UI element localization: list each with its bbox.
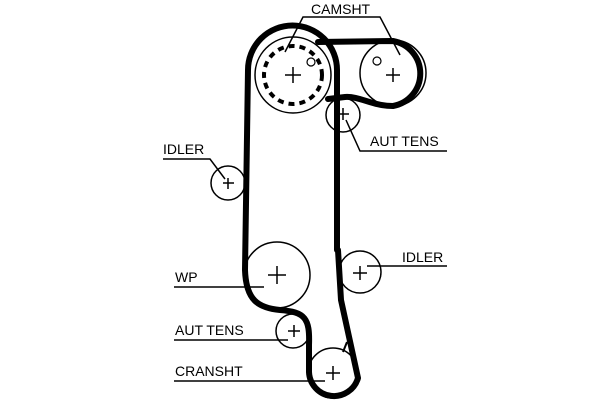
idler-left-label: IDLER <box>163 141 204 157</box>
idler-pulley-right <box>338 250 382 294</box>
timing-belt <box>242 22 361 400</box>
timing-belt-upper-loop <box>315 38 424 109</box>
tensioner-top-leader <box>345 119 447 152</box>
crankshaft-label: CRANSHT <box>175 363 243 379</box>
water-pump-label: WP <box>175 269 198 285</box>
idler-pulley-left <box>210 165 246 201</box>
tensioner-pulley-top <box>325 97 361 133</box>
tensioner-top-label: AUT TENS <box>370 133 439 149</box>
camshaft-leader <box>284 16 401 56</box>
idler-right-label: IDLER <box>402 249 443 265</box>
camshaft-label: CAMSHT <box>311 1 371 17</box>
idler-left-leader <box>163 158 226 180</box>
camshaft-pulley-right <box>359 39 427 107</box>
tensioner-bottom-label: AUT TENS <box>175 322 244 338</box>
camshaft-pulley-left <box>254 36 332 114</box>
